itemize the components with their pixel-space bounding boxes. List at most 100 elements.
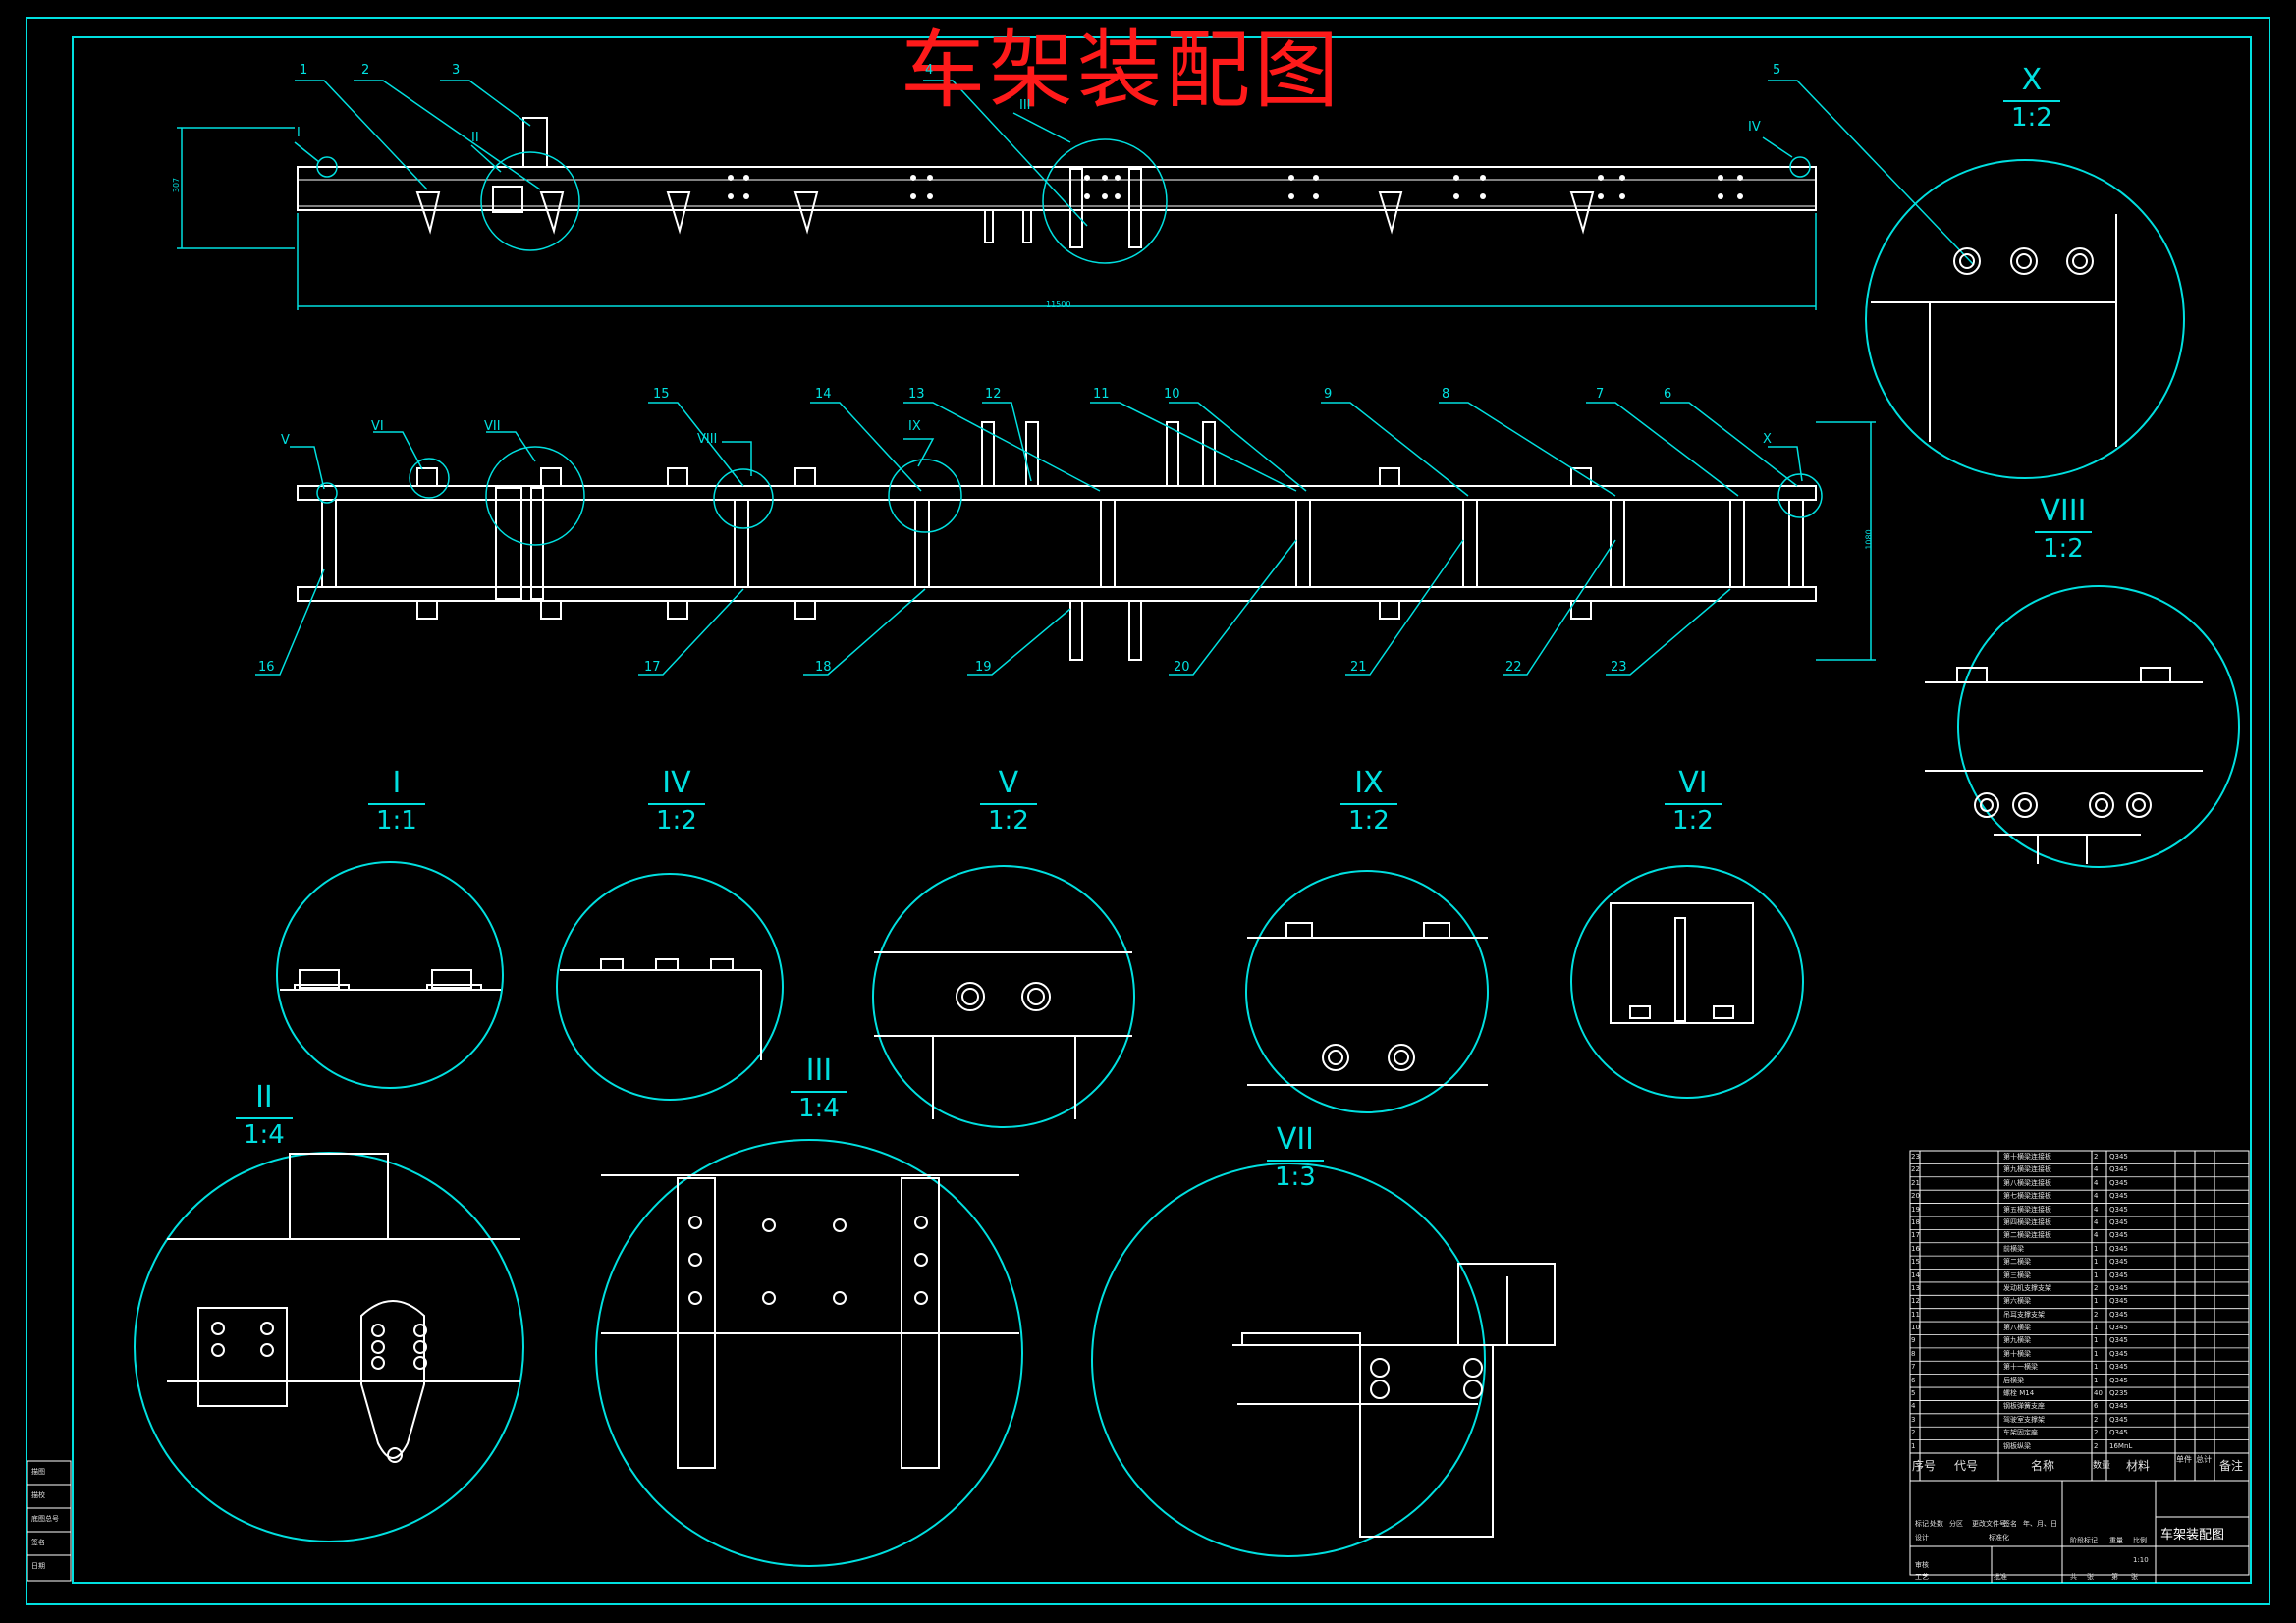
bom-cell-qty: 4 bbox=[2094, 1178, 2099, 1187]
bom-cell-name: 第八横梁连接板 bbox=[2003, 1178, 2051, 1187]
title-block-label: 审核 bbox=[1915, 1561, 1929, 1569]
bom-cell-qty: 1 bbox=[2094, 1271, 2099, 1279]
detail-circles bbox=[134, 159, 2240, 1567]
bom-cell-material: Q345 bbox=[2109, 1429, 2128, 1437]
bom-cell-name: 吊耳支撑支架 bbox=[2003, 1310, 2045, 1319]
engine-bracket-left bbox=[1069, 168, 1083, 248]
balloon-1: 1 bbox=[300, 63, 308, 78]
balloon-11: 11 bbox=[1093, 387, 1110, 402]
spring-pads-top bbox=[416, 467, 1592, 620]
bom-header-unit: 单件 bbox=[2176, 1455, 2192, 1464]
title-block-scale: 1:10 bbox=[2133, 1556, 2149, 1564]
bom-cell-qty: 4 bbox=[2094, 1231, 2099, 1240]
bom-cell-material: Q345 bbox=[2109, 1310, 2128, 1319]
title-block-label: 标准化 bbox=[1989, 1534, 2009, 1542]
ref-VI: VI bbox=[371, 419, 384, 434]
bom-cell-material: Q345 bbox=[2109, 1283, 2128, 1292]
inner-border bbox=[72, 36, 2252, 1584]
bom-cell-material: Q345 bbox=[2109, 1271, 2128, 1279]
bom-cell-qty: 4 bbox=[2094, 1205, 2099, 1214]
balloon-7: 7 bbox=[1596, 387, 1605, 402]
bom-cell-no: 3 bbox=[1911, 1415, 1916, 1424]
detail-circle-III bbox=[595, 1139, 1023, 1567]
side-view bbox=[297, 117, 1817, 248]
title-block-label: 阶段标记 bbox=[2070, 1537, 2098, 1544]
balloon-2: 2 bbox=[361, 63, 370, 78]
bom-cell-no: 10 bbox=[1911, 1324, 1920, 1332]
bom-cell-name: 第十一横梁 bbox=[2003, 1363, 2038, 1372]
title-block-label: 处数 bbox=[1930, 1520, 1943, 1528]
bom-cell-name: 第二横梁 bbox=[2003, 1258, 2031, 1267]
left-stamp-label: 描校 bbox=[31, 1491, 45, 1499]
balloon-5: 5 bbox=[1773, 63, 1781, 78]
top-rail-lower bbox=[297, 586, 1817, 602]
bom-cell-qty: 4 bbox=[2094, 1165, 2099, 1174]
balloon-3: 3 bbox=[452, 63, 461, 78]
bom-cell-name: 螺栓 M14 bbox=[2003, 1389, 2035, 1398]
bom-cell-qty: 1 bbox=[2094, 1258, 2099, 1267]
bom-header-qty: 数量 bbox=[2093, 1461, 2111, 1471]
engine-bracket-right bbox=[1128, 168, 1142, 248]
detail-contents bbox=[167, 214, 2203, 1538]
detail-circle-V bbox=[872, 865, 1135, 1128]
bom-cell-no: 21 bbox=[1911, 1178, 1920, 1187]
bom-cell-qty: 2 bbox=[2094, 1153, 2099, 1161]
bom-cell-material: Q345 bbox=[2109, 1297, 2128, 1306]
ref-IV: IV bbox=[1748, 120, 1761, 135]
balloon-13: 13 bbox=[908, 387, 925, 402]
bom-cell-name: 前横梁 bbox=[2003, 1244, 2024, 1253]
bom-header-remark: 备注 bbox=[2219, 1459, 2244, 1473]
bom-header-total: 总计 bbox=[2196, 1455, 2212, 1464]
bom-cell-material: Q345 bbox=[2109, 1324, 2128, 1332]
bom-cell-name: 第十横梁 bbox=[2003, 1349, 2031, 1358]
bom-cell-qty: 1 bbox=[2094, 1349, 2099, 1358]
title-block-label: 第 bbox=[2111, 1573, 2118, 1581]
bom-cell-material: Q345 bbox=[2109, 1363, 2128, 1372]
title-block-label: 分区 bbox=[1949, 1520, 1963, 1528]
bom-cell-no: 6 bbox=[1911, 1376, 1916, 1384]
title-block-label: 签名 bbox=[2003, 1520, 2017, 1528]
side-bolt-holes bbox=[728, 175, 1743, 199]
balloon-16: 16 bbox=[258, 660, 275, 675]
bom-cell-qty: 1 bbox=[2094, 1297, 2099, 1306]
bom-cell-no: 18 bbox=[1911, 1217, 1920, 1226]
bom-cell-qty: 6 bbox=[2094, 1402, 2099, 1411]
title-block-label: 批准 bbox=[1994, 1573, 2007, 1581]
bom-cell-qty: 1 bbox=[2094, 1363, 2099, 1372]
bom-cell-name: 后横梁 bbox=[2003, 1376, 2024, 1384]
bom-cell-material: Q235 bbox=[2109, 1389, 2128, 1398]
detail-circle-II bbox=[134, 1152, 524, 1542]
bom-cell-no: 12 bbox=[1911, 1297, 1920, 1306]
bom-cell-qty: 1 bbox=[2094, 1244, 2099, 1253]
bom-cell-material: Q345 bbox=[2109, 1349, 2128, 1358]
bom-cell-material: Q345 bbox=[2109, 1336, 2128, 1345]
ref-IX: IX bbox=[908, 419, 921, 434]
bom-cell-material: Q345 bbox=[2109, 1402, 2128, 1411]
side-view-annotations bbox=[177, 80, 1975, 310]
bom-cell-material: 16MnL bbox=[2109, 1441, 2133, 1450]
bom-cell-no: 13 bbox=[1911, 1283, 1920, 1292]
engine-supports-top bbox=[981, 421, 1216, 661]
bom-cell-qty: 2 bbox=[2094, 1441, 2099, 1450]
bom-header-code: 代号 bbox=[1954, 1459, 1979, 1473]
bom-cell-no: 4 bbox=[1911, 1402, 1916, 1411]
bom-cell-qty: 2 bbox=[2094, 1415, 2099, 1424]
bom-cell-no: 2 bbox=[1911, 1429, 1916, 1437]
title-block-label: 张 bbox=[2087, 1573, 2094, 1581]
bom-cell-material: Q345 bbox=[2109, 1376, 2128, 1384]
bom-cell-material: Q345 bbox=[2109, 1244, 2128, 1253]
bom-cell-name: 第八横梁 bbox=[2003, 1324, 2031, 1332]
balloon-12: 12 bbox=[985, 387, 1002, 402]
title-block-label: 更改文件号 bbox=[1972, 1520, 2006, 1528]
bom-cell-material: Q345 bbox=[2109, 1258, 2128, 1267]
height-dim: 307 bbox=[172, 177, 182, 193]
top-view-annotations bbox=[255, 402, 1876, 676]
bom-cell-name: 钢板弹簧支座 bbox=[2003, 1402, 2045, 1411]
bom-cell-no: 16 bbox=[1911, 1244, 1920, 1253]
title-block-label: 张 bbox=[2131, 1573, 2138, 1581]
side-rail bbox=[297, 166, 1817, 211]
